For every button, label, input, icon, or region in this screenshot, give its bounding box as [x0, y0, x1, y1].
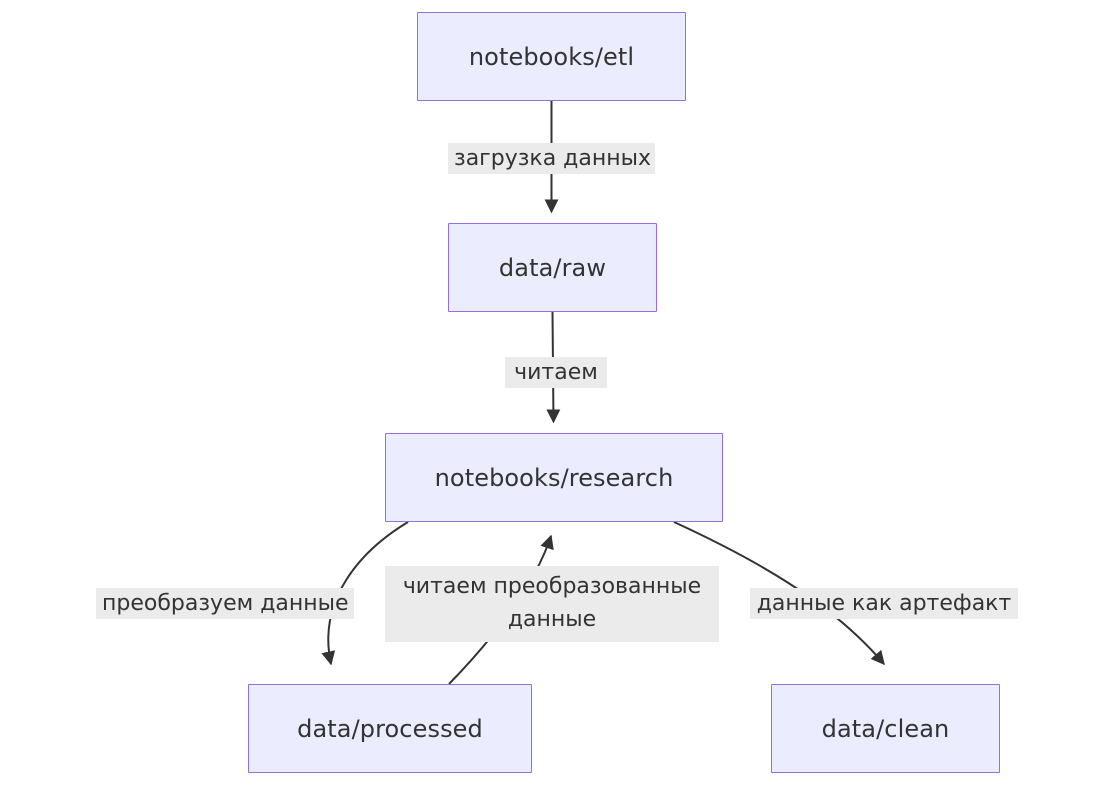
- edge-label-preobrazuem-dannye: преобразуем данные: [96, 588, 354, 619]
- node-data-processed[interactable]: data/processed: [248, 684, 532, 773]
- edge-label-chitaem-preobrazovannye-dannye: читаем преобразованные данные: [385, 566, 719, 642]
- edge-label-chitaem: читаем: [505, 357, 607, 388]
- node-notebooks-etl[interactable]: notebooks/etl: [417, 12, 686, 101]
- node-label: notebooks/research: [434, 463, 674, 492]
- node-label: notebooks/etl: [468, 42, 635, 71]
- node-notebooks-research[interactable]: notebooks/research: [385, 433, 723, 522]
- node-data-clean[interactable]: data/clean: [771, 684, 1000, 773]
- edge-label-zagruzka-dannyh: загрузка данных: [448, 143, 655, 174]
- node-label: data/clean: [821, 714, 950, 743]
- node-data-raw[interactable]: data/raw: [448, 223, 657, 312]
- node-label: data/processed: [297, 714, 483, 743]
- edge-label-dannye-kak-artefakt: данные как артефакт: [750, 588, 1018, 619]
- node-label: data/raw: [498, 253, 607, 282]
